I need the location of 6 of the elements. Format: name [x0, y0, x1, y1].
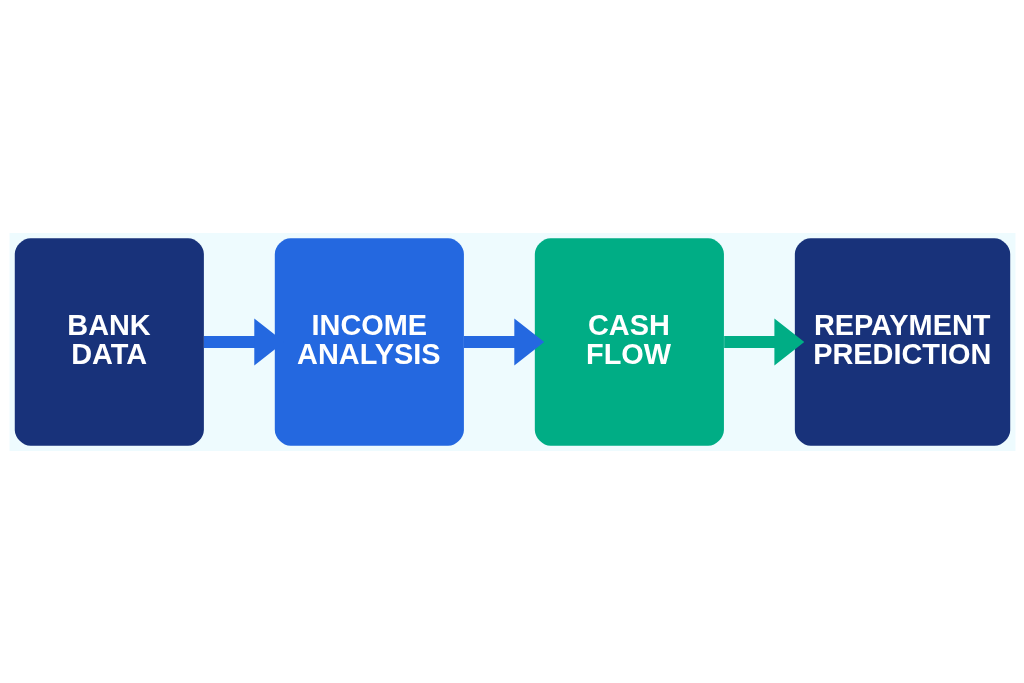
arrow	[723, 317, 804, 366]
node-box: CASH FLOW	[534, 237, 724, 446]
node-box: REPAYMENT PREDICTION	[794, 237, 1010, 446]
arrow	[463, 317, 544, 366]
node-box: INCOME ANALYSIS	[274, 237, 464, 446]
node-box: BANK DATA	[14, 237, 204, 446]
